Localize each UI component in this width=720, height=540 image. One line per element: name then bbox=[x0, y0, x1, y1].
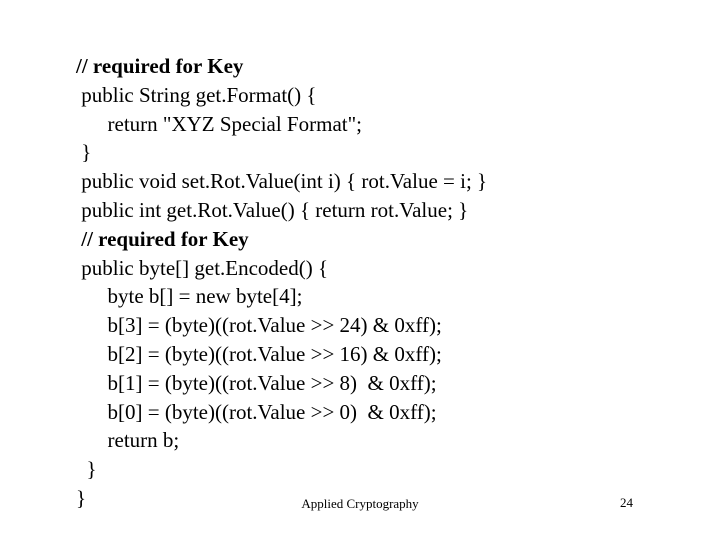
footer-title: Applied Cryptography bbox=[301, 496, 419, 511]
code-line: return b; bbox=[76, 428, 180, 453]
footer-page-number: 24 bbox=[620, 495, 633, 510]
code-line: } bbox=[76, 485, 87, 510]
code-line: public int get.Rot.Value() { return rot.… bbox=[76, 197, 469, 222]
code-line: b[0] = (byte)((rot.Value >> 0) & 0xff); bbox=[76, 399, 437, 424]
code-line: b[2] = (byte)((rot.Value >> 16) & 0xff); bbox=[76, 341, 442, 366]
code-line: // required for Key bbox=[76, 226, 249, 251]
code-line: } bbox=[76, 140, 92, 165]
code-line: b[1] = (byte)((rot.Value >> 8) & 0xff); bbox=[76, 370, 437, 395]
code-line: byte b[] = new byte[4]; bbox=[76, 284, 303, 309]
code-line: public byte[] get.Encoded() { bbox=[76, 255, 329, 280]
code-line: b[3] = (byte)((rot.Value >> 24) & 0xff); bbox=[76, 313, 442, 338]
code-line: } bbox=[76, 457, 97, 482]
code-block: // required for Key public String get.Fo… bbox=[76, 52, 676, 513]
code-line: public void set.Rot.Value(int i) { rot.V… bbox=[76, 169, 488, 194]
code-line: return "XYZ Special Format"; bbox=[76, 111, 363, 136]
code-line: // required for Key bbox=[76, 54, 244, 78]
code-line: public String get.Format() { bbox=[76, 82, 317, 107]
